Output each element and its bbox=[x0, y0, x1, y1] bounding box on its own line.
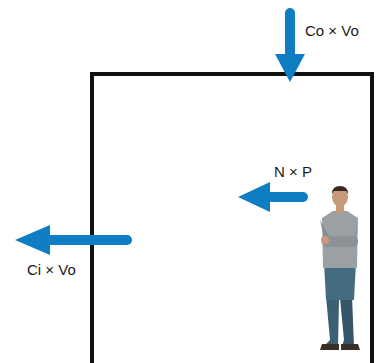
person-left-leg bbox=[324, 296, 339, 346]
person-head bbox=[332, 187, 348, 207]
wall-outline bbox=[92, 74, 372, 363]
inflow-arrow-shaft bbox=[285, 8, 295, 58]
person-right-shoe bbox=[341, 344, 360, 350]
person-left-shoe bbox=[320, 344, 339, 350]
flow-label: N × P bbox=[274, 163, 312, 181]
flow-label: Co × Vo bbox=[305, 22, 359, 40]
flow-arrows bbox=[15, 8, 308, 255]
inflow-arrow-head bbox=[275, 54, 305, 82]
generation-arrow-shaft bbox=[266, 192, 308, 202]
person-right-leg bbox=[340, 296, 354, 346]
person-arms bbox=[320, 220, 358, 246]
outflow-arrow-head bbox=[15, 225, 50, 255]
flow-label: Ci × Vo bbox=[27, 261, 76, 279]
room-walls bbox=[92, 74, 372, 363]
person-hair bbox=[332, 186, 348, 194]
outflow-arrow-shaft bbox=[46, 235, 132, 245]
person-hand bbox=[321, 236, 329, 244]
generation-arrow-head bbox=[238, 182, 270, 212]
person-shirt bbox=[322, 211, 358, 268]
person-crossed-arms bbox=[322, 236, 358, 247]
person-figure bbox=[320, 186, 360, 350]
